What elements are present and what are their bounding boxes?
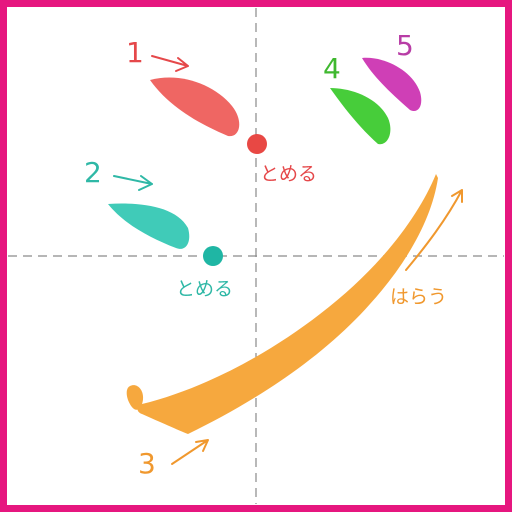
stroke-3-instruction: はらう bbox=[390, 286, 447, 308]
stroke-3-shape bbox=[137, 174, 438, 434]
stroke-2-stop-dot bbox=[203, 246, 223, 266]
stroke-2-shape bbox=[108, 203, 190, 249]
stroke-2-instruction: とめる bbox=[176, 278, 233, 300]
stroke-4-shape bbox=[330, 88, 391, 145]
stroke-1-shape bbox=[150, 77, 240, 137]
stroke-4-number: 4 bbox=[323, 52, 341, 85]
stroke-1-number: 1 bbox=[126, 36, 144, 69]
stroke-5-shape bbox=[362, 57, 422, 112]
stroke-2-number: 2 bbox=[84, 156, 102, 189]
stroke-3-number: 3 bbox=[138, 447, 156, 480]
stroke-2-arrow-icon bbox=[113, 175, 153, 191]
stroke-1-instruction: とめる bbox=[260, 163, 317, 185]
stroke-1-stop-dot bbox=[247, 134, 267, 154]
stroke-3-start-hook bbox=[126, 385, 144, 410]
stroke-3-arrow-icon bbox=[171, 439, 209, 465]
stroke-5-number: 5 bbox=[396, 29, 414, 62]
stroke-3-sweep-arrow-icon bbox=[405, 189, 463, 271]
stroke-1-arrow-icon bbox=[151, 55, 189, 72]
